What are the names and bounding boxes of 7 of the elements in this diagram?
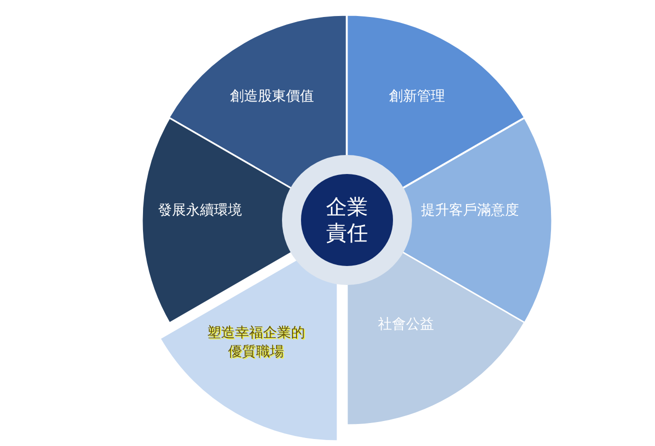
slice-label: 創新管理: [388, 88, 446, 106]
slice-label: 發展永續環境: [157, 202, 243, 220]
slice-label: 社會公益: [377, 316, 435, 334]
slice-label: 塑造幸福企業的優質職場: [206, 324, 306, 362]
slice-label: 提升客戶滿意度: [420, 202, 520, 220]
slice-label: 創造股東價值: [228, 88, 315, 106]
center-label: 企業責任: [325, 194, 369, 246]
